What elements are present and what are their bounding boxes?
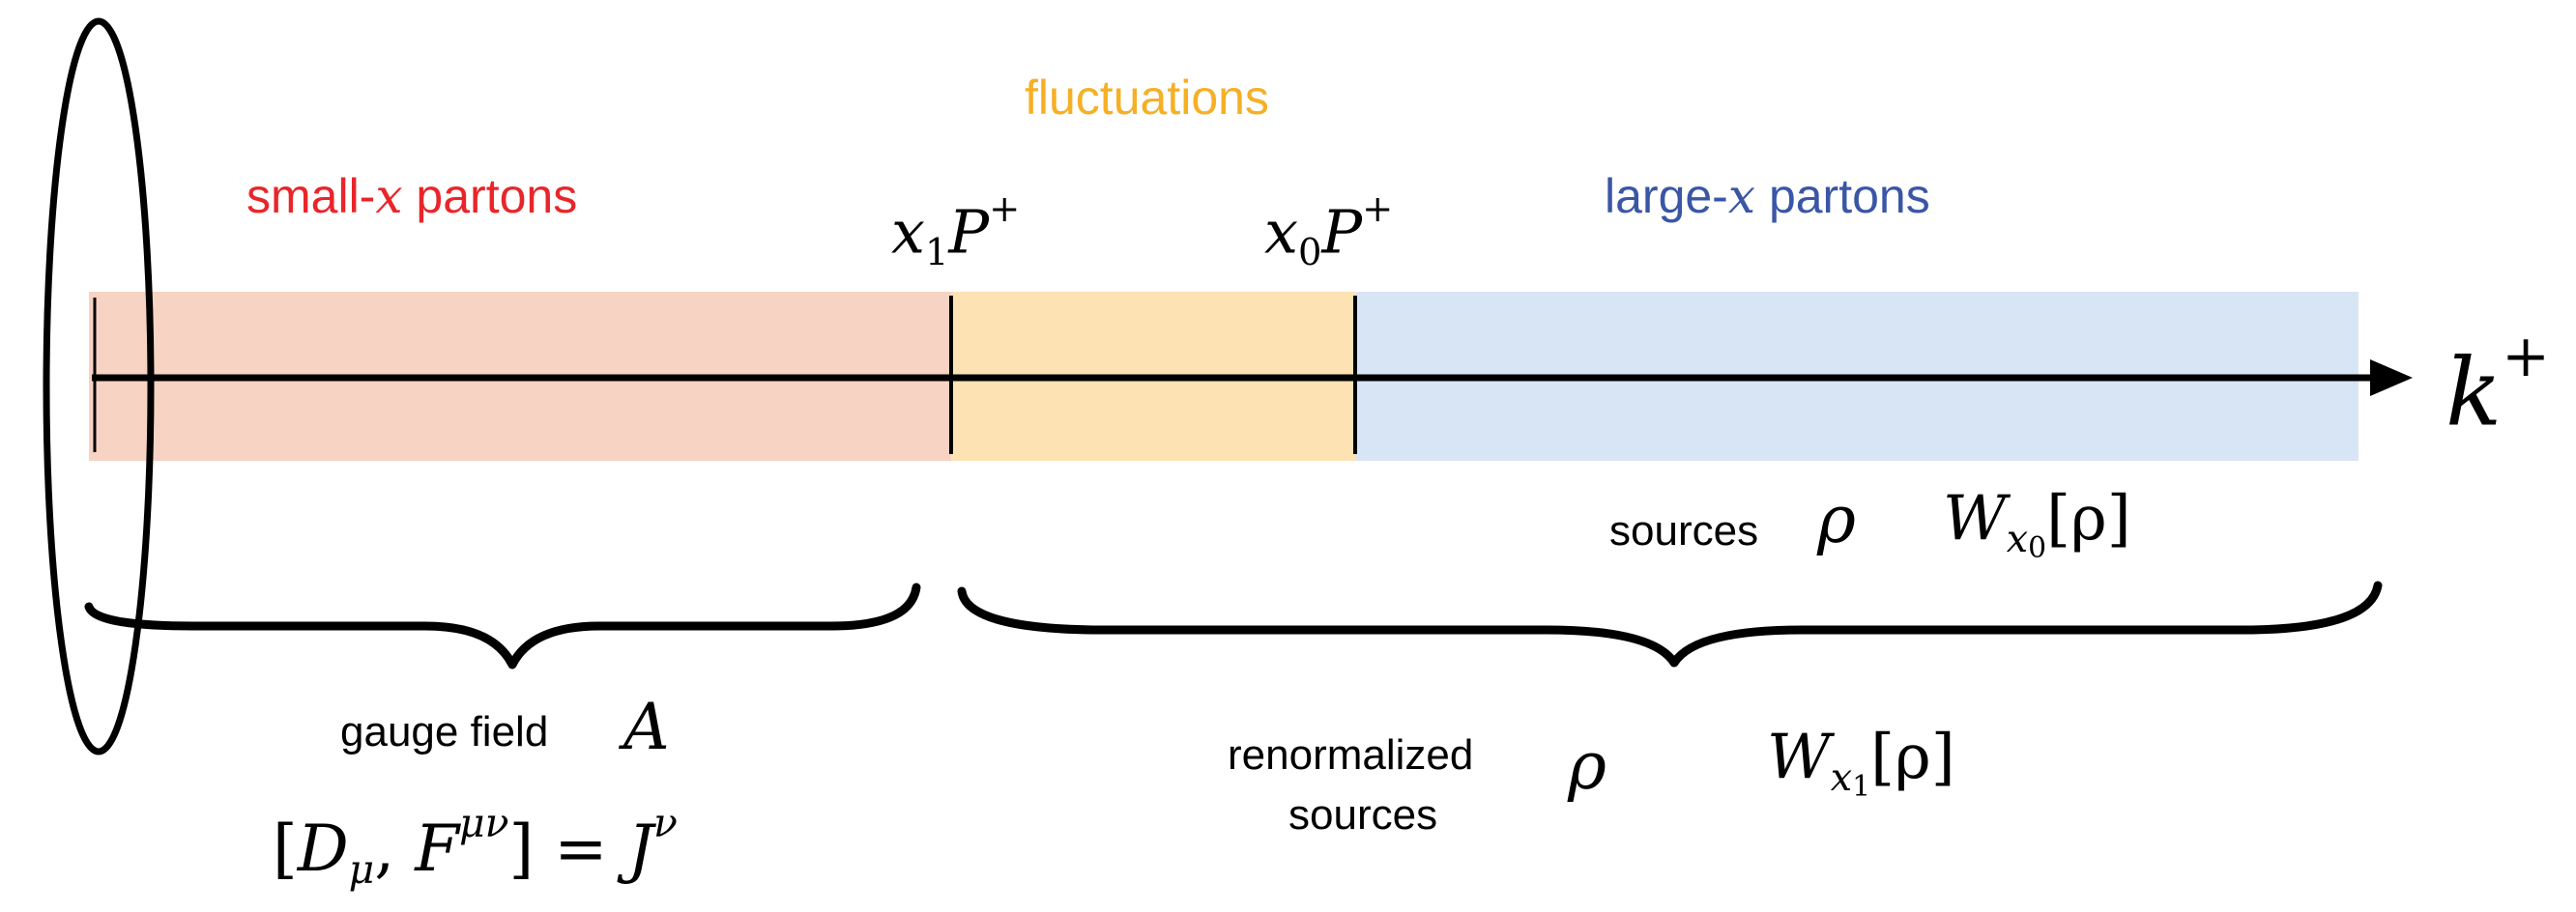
fluctuations-label: fluctuations (1025, 71, 1269, 125)
renormalized-label-line1: renormalized (1228, 731, 1474, 779)
ym-J-sup: ν (652, 800, 678, 846)
x0-base: x (1264, 196, 1298, 268)
small-x-partons-label: small-x partons (246, 172, 577, 220)
large-x-post: partons (1755, 169, 1930, 223)
large-x-pre: large- (1605, 169, 1728, 223)
ym-close: ] (508, 811, 535, 886)
W-x1-W: W (1767, 722, 1831, 793)
large-x-partons-label: large-x partons (1605, 172, 1930, 220)
sources-label: sources (1609, 507, 1759, 555)
x1-sub: 1 (924, 230, 949, 274)
right-curly-brace-icon (957, 581, 2383, 668)
small-x-post: partons (402, 169, 578, 223)
x0-P-plus-label: x0P+ (1264, 190, 1393, 274)
ym-F: F (415, 811, 460, 886)
ellipse-outline-icon (43, 17, 155, 755)
gauge-field-label: gauge field (340, 708, 549, 755)
small-x-pre: small- (246, 169, 376, 223)
ym-J: J (627, 811, 653, 886)
ym-open: [ (273, 811, 298, 886)
rho-label: ρ (1817, 482, 1856, 558)
renormalized-label-line2: sources (1288, 791, 1438, 839)
W-x1-arg: [ρ] (1870, 722, 1955, 793)
W-x1-label: Wx1[ρ] (1767, 727, 1955, 801)
small-x-var: x (375, 168, 403, 224)
ym-D: D (297, 811, 349, 886)
k-plus-label: k+ (2446, 328, 2550, 440)
x0-sup: + (1362, 187, 1394, 231)
large-x-var: x (1727, 168, 1756, 224)
W-x0-sub-index: 0 (2028, 530, 2047, 565)
ym-D-sub: μ (348, 845, 375, 893)
ym-eq: = (534, 811, 628, 886)
W-x1-sub-index: 1 (1852, 769, 1871, 804)
x1-base: x (891, 196, 925, 268)
W-x1-sub-base: x (1830, 755, 1853, 800)
ym-F-sup: μν (459, 800, 509, 846)
k-base: k (2446, 338, 2503, 447)
W-x0-arg: [ρ] (2046, 483, 2131, 555)
x1-P-plus-label: x1P+ (891, 190, 1020, 274)
ym-comma: , (374, 811, 416, 886)
x1-P: P (948, 196, 990, 268)
x0-sub: 0 (1297, 230, 1322, 274)
x1-sup: + (989, 187, 1021, 231)
yang-mills-equation: [Dμ, Fμν] = Jν (273, 804, 678, 890)
arrow-head-icon (2370, 359, 2413, 396)
W-x0-label: Wx0[ρ] (1943, 488, 2131, 562)
x0-P: P (1321, 196, 1363, 268)
A-label: A (623, 690, 670, 764)
W-x0-W: W (1943, 483, 2007, 555)
W-x0-sub-base: x (2006, 516, 2029, 561)
k-sup: + (2502, 324, 2551, 390)
rho2-label: ρ (1568, 728, 1606, 805)
left-curly-brace-icon (84, 583, 921, 670)
